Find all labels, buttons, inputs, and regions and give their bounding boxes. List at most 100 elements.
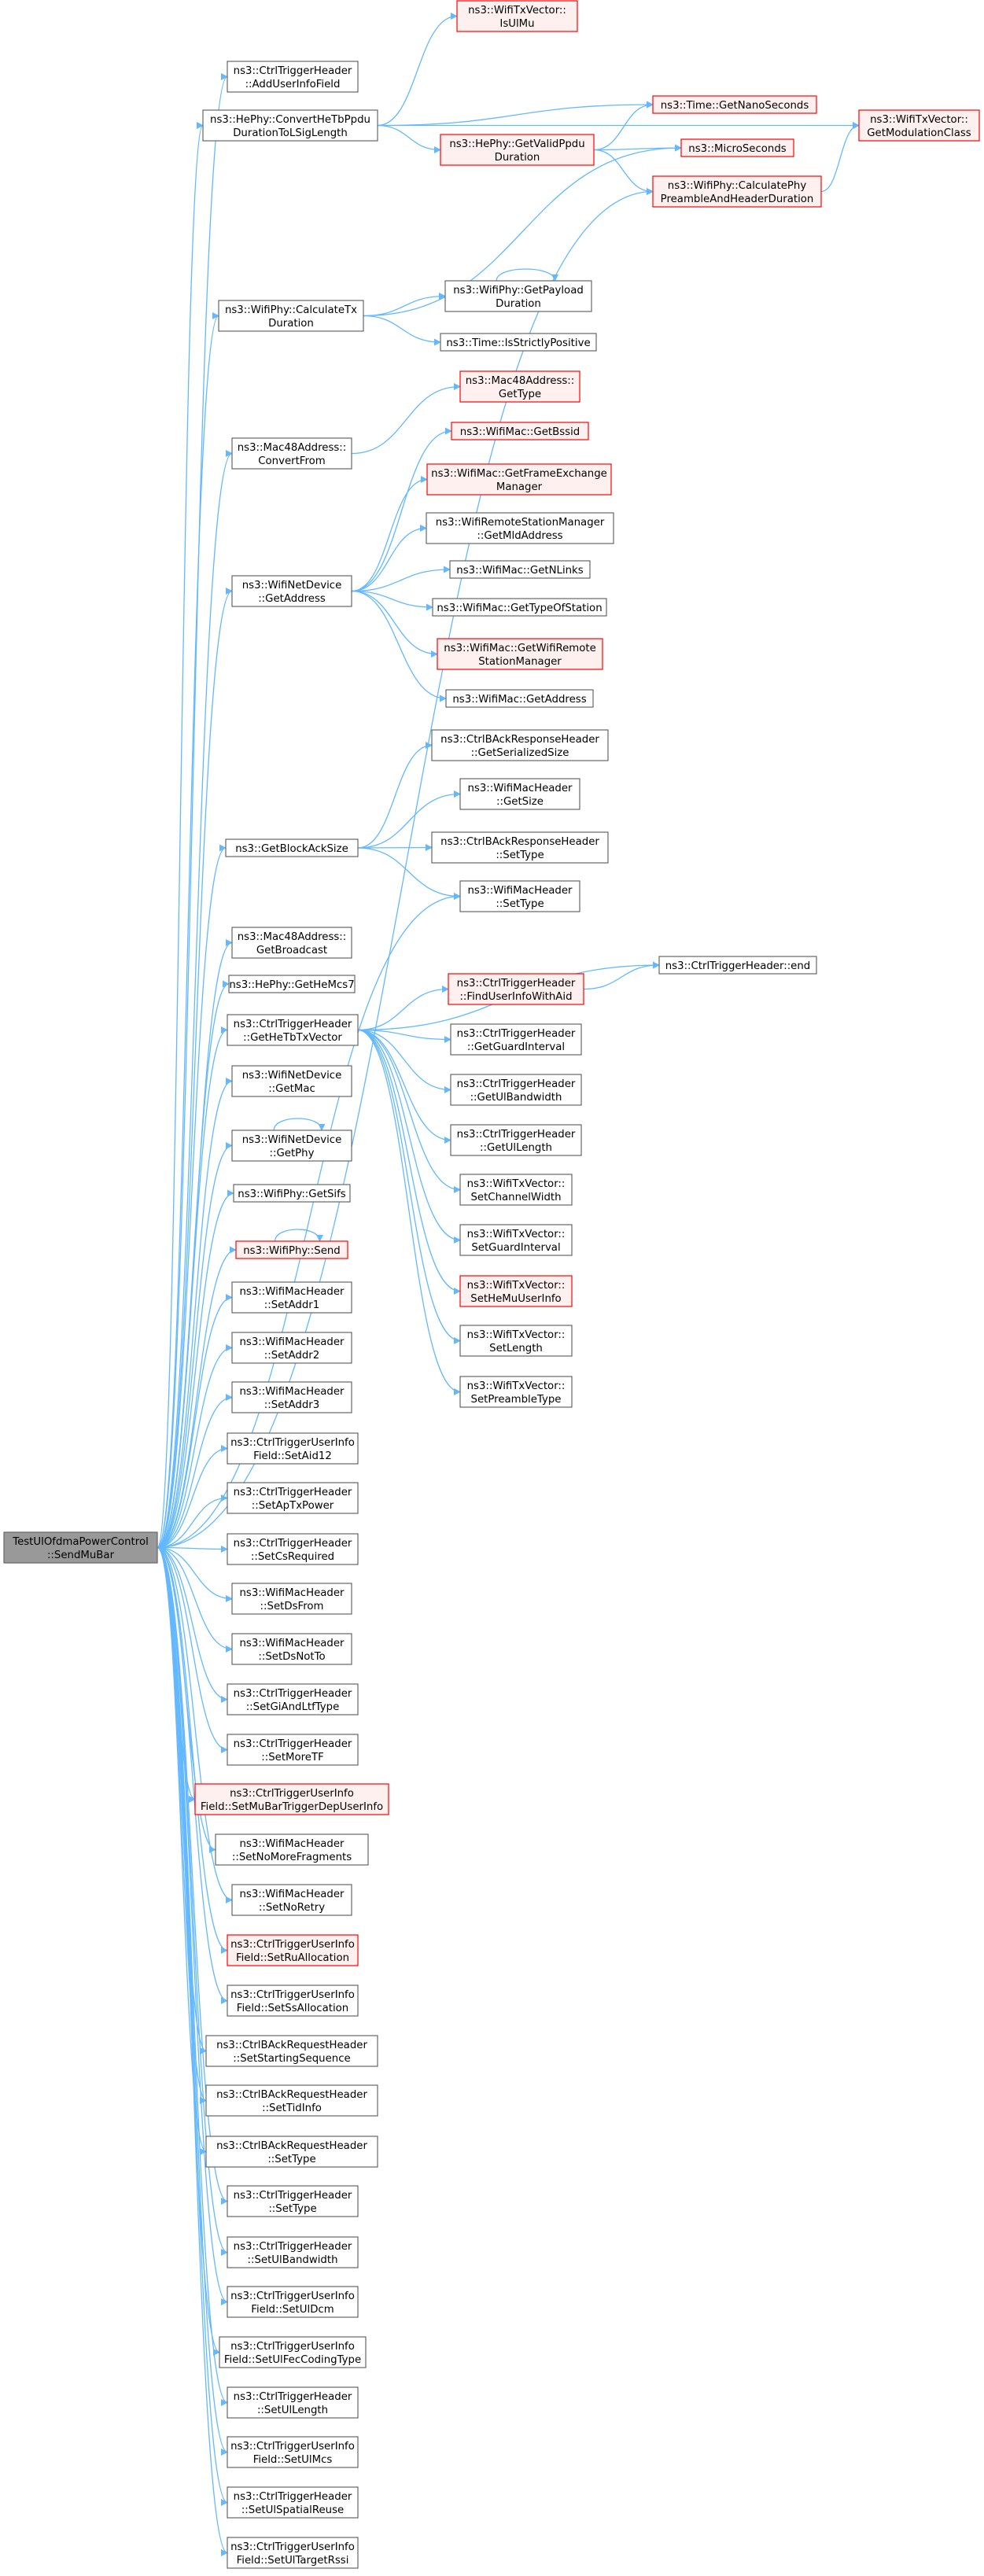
node-addUserInfoField[interactable]: ns3::CtrlTriggerHeader::AddUserInfoField [227, 61, 359, 93]
node-box [459, 1224, 573, 1256]
node-baSetType[interactable]: ns3::CtrlBAckResponseHeader::SetType [431, 831, 609, 864]
node-box [456, 0, 578, 32]
node-getModulationClass[interactable]: ns3::WifiTxVector::GetModulationClass [858, 109, 980, 142]
node-getNLinks[interactable]: ns3::WifiMac::GetNLinks [449, 560, 591, 579]
node-getWifiRemote[interactable]: ns3::WifiMac::GetWifiRemoteStationManage… [437, 638, 603, 670]
node-calcPreamble[interactable]: ns3::WifiPhy::CalculatePhyPreambleAndHea… [652, 175, 822, 208]
node-setRuAllocation[interactable]: ns3::CtrlTriggerUserInfoField::SetRuAllo… [227, 1934, 359, 1966]
node-layer: TestUlOfdmaPowerControl::SendMuBarns3::C… [3, 0, 980, 2569]
node-box [215, 1833, 369, 1866]
node-setApTxPower[interactable]: ns3::CtrlTriggerHeader::SetApTxPower [227, 1482, 359, 1514]
node-box [440, 134, 595, 166]
node-label-line: Field::SetUlTargetRssi [237, 2555, 349, 2567]
node-setAddr2[interactable]: ns3::WifiMacHeader::SetAddr2 [231, 1332, 352, 1364]
node-label-line: ns3::WifiMacHeader [239, 1587, 345, 1599]
node-label-line: ::SetNoRetry [259, 1902, 325, 1914]
node-label-line: ns3::WifiTxVector:: [467, 1380, 566, 1392]
node-setUlFecCoding[interactable]: ns3::CtrlTriggerUserInfoField::SetUlFecC… [219, 2336, 367, 2368]
node-getHeMcs7[interactable]: ns3::HePhy::GetHeMcs7 [228, 975, 356, 993]
node-setChannelWidth[interactable]: ns3::WifiTxVector::SetChannelWidth [459, 1174, 573, 1206]
node-findUserInfo[interactable]: ns3::CtrlTriggerHeader::FindUserInfoWith… [448, 973, 584, 1005]
node-label-line: SetHeMuUserInfo [470, 1293, 561, 1305]
node-setNoRetry[interactable]: ns3::WifiMacHeader::SetNoRetry [231, 1884, 352, 1916]
node-box [231, 1332, 352, 1364]
node-getHeTbTxVector[interactable]: ns3::CtrlTriggerHeader::GetHeTbTxVector [227, 1014, 359, 1046]
node-label-line: ns3::WifiTxVector:: [467, 1229, 566, 1240]
node-label-line: SetChannelWidth [470, 1192, 561, 1203]
node-macGetAddress[interactable]: ns3::WifiMac::GetAddress [445, 689, 594, 708]
node-setUlLength[interactable]: ns3::CtrlTriggerHeader::SetUlLength [227, 2386, 359, 2419]
edge-getHeTbTxVector-to-findUserInfo [357, 986, 449, 1031]
node-ctrlEnd[interactable]: ns3::CtrlTriggerHeader::end [658, 956, 817, 975]
node-getUlLength[interactable]: ns3::CtrlTriggerHeader::GetUlLength [450, 1124, 582, 1156]
node-getGuardInterval[interactable]: ns3::CtrlTriggerHeader::GetGuardInterval [450, 1023, 582, 1056]
node-setGiAndLtfType[interactable]: ns3::CtrlTriggerHeader::SetGiAndLtfType [227, 1683, 359, 1715]
node-getBroadcast[interactable]: ns3::Mac48Address::GetBroadcast [231, 927, 352, 959]
node-setDsNotTo[interactable]: ns3::WifiMacHeader::SetDsNotTo [231, 1633, 352, 1665]
node-setHeMuUserInfo[interactable]: ns3::WifiTxVector::SetHeMuUserInfo [459, 1275, 573, 1307]
node-setCsRequired[interactable]: ns3::CtrlTriggerHeader::SetCsRequired [227, 1533, 359, 1565]
node-getPhy[interactable]: ns3::WifiNetDevice::GetPhy [231, 1130, 352, 1162]
node-setTidInfo[interactable]: ns3::CtrlBAckRequestHeader::SetTidInfo [205, 2084, 378, 2117]
node-isUlMu[interactable]: ns3::WifiTxVector::IsUlMu [456, 0, 578, 32]
node-getMac[interactable]: ns3::WifiNetDevice::GetMac [231, 1065, 352, 1097]
node-setMoreTF[interactable]: ns3::CtrlTriggerHeader::SetMoreTF [227, 1734, 359, 1766]
node-setSsAllocation[interactable]: ns3::CtrlTriggerUserInfoField::SetSsAllo… [227, 1985, 359, 2017]
node-label-line: SetLength [489, 1343, 543, 1354]
node-getUlBandwidth[interactable]: ns3::CtrlTriggerHeader::GetUlBandwidth [450, 1074, 582, 1106]
node-setMuBarTrigger[interactable]: ns3::CtrlTriggerUserInfoField::SetMuBarT… [194, 1783, 389, 1815]
node-box [227, 1482, 359, 1514]
node-convertFrom[interactable]: ns3::Mac48Address::ConvertFrom [231, 437, 352, 470]
node-label-line: ns3::WifiNetDevice [242, 1070, 342, 1082]
node-getTypeOfStation[interactable]: ns3::WifiMac::GetTypeOfStation [432, 598, 607, 617]
node-trigSetType[interactable]: ns3::CtrlTriggerHeader::SetType [227, 2185, 359, 2217]
node-setGuardInterval[interactable]: ns3::WifiTxVector::SetGuardInterval [459, 1224, 573, 1256]
node-label-line: ns3::CtrlTriggerHeader [234, 65, 352, 77]
node-getBlockAckSize[interactable]: ns3::GetBlockAckSize [225, 838, 359, 857]
node-setNoMoreFragments[interactable]: ns3::WifiMacHeader::SetNoMoreFragments [215, 1833, 369, 1866]
node-setUlSpatialReuse[interactable]: ns3::CtrlTriggerHeader::SetUlSpatialReus… [227, 2486, 359, 2519]
node-label-line: ConvertFrom [258, 455, 326, 467]
node-label-line: ::SetNoMoreFragments [232, 1852, 352, 1863]
node-label-line: ns3::CtrlTriggerHeader [234, 1019, 352, 1030]
node-label-line: ns3::WifiMac::GetTypeOfStation [437, 603, 602, 614]
node-getSifs[interactable]: ns3::WifiPhy::GetSifs [233, 1184, 351, 1203]
node-getNanoSeconds[interactable]: ns3::Time::GetNanoSeconds [652, 95, 817, 114]
node-getMldAddress[interactable]: ns3::WifiRemoteStationManager::GetMldAdd… [426, 512, 614, 544]
node-microSeconds[interactable]: ns3::MicroSeconds [680, 138, 794, 157]
node-box [231, 575, 352, 607]
node-label-line: ns3::WifiMac::GetFrameExchange [431, 468, 607, 480]
node-isStrictlyPositive[interactable]: ns3::Time::IsStrictlyPositive [440, 333, 597, 352]
node-label-line: ::SetApTxPower [252, 1500, 334, 1512]
node-macGetType[interactable]: ns3::Mac48Address::GetType [459, 370, 580, 403]
node-label-line: TestUlOfdmaPowerControl [12, 1536, 149, 1548]
node-baGetSerializedSize[interactable]: ns3::CtrlBAckResponseHeader::GetSerializ… [431, 729, 609, 761]
node-send[interactable]: ns3::WifiPhy::Send [235, 1240, 348, 1259]
node-barSetType[interactable]: ns3::CtrlBAckRequestHeader::SetType [205, 2136, 378, 2168]
node-wmhGetSize[interactable]: ns3::WifiMacHeader::GetSize [459, 778, 580, 810]
node-box [448, 973, 584, 1005]
node-box [227, 2386, 359, 2419]
node-box [652, 175, 822, 208]
node-label-line: ns3::CtrlTriggerUserInfo [230, 2441, 355, 2453]
node-setUlBandwidth[interactable]: ns3::CtrlTriggerHeader::SetUlBandwidth [227, 2236, 359, 2268]
node-setAddr1[interactable]: ns3::WifiMacHeader::SetAddr1 [231, 1281, 352, 1314]
node-devGetAddress[interactable]: ns3::WifiNetDevice::GetAddress [231, 575, 352, 607]
node-setPreambleType[interactable]: ns3::WifiTxVector::SetPreambleType [459, 1376, 573, 1408]
node-setUlTargetRssi[interactable]: ns3::CtrlTriggerUserInfoField::SetUlTarg… [227, 2537, 359, 2569]
node-box [444, 280, 592, 312]
node-wmhSetType[interactable]: ns3::WifiMacHeader::SetType [459, 880, 580, 912]
node-setAddr3[interactable]: ns3::WifiMacHeader::SetAddr3 [231, 1381, 352, 1413]
node-setDsFrom[interactable]: ns3::WifiMacHeader::SetDsFrom [231, 1583, 352, 1615]
node-setLength[interactable]: ns3::WifiTxVector::SetLength [459, 1325, 573, 1357]
node-convertHeTb[interactable]: ns3::HePhy::ConvertHeTbPpduDurationToLSi… [202, 109, 378, 142]
node-setStartingSeq[interactable]: ns3::CtrlBAckRequestHeader::SetStartingS… [205, 2035, 378, 2067]
node-getBssid[interactable]: ns3::WifiMac::GetBssid [451, 422, 589, 440]
